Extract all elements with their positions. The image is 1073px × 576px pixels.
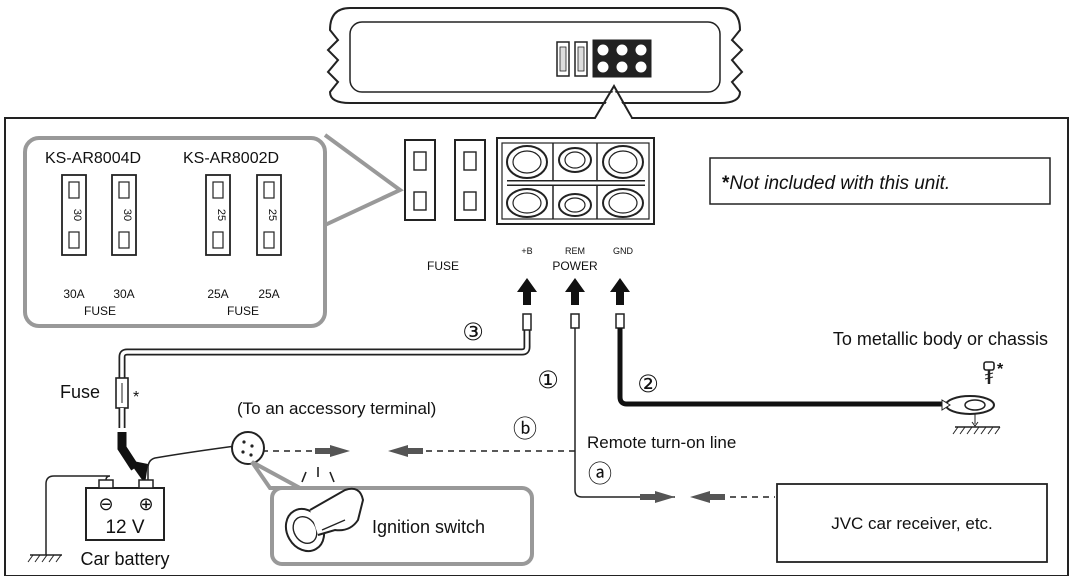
terminal-plus-b-label: +B [521, 246, 532, 256]
wire-2-ground [615, 313, 995, 415]
ignition-switch-label: Ignition switch [372, 517, 485, 537]
amp-mini-fuse-1 [556, 41, 570, 77]
accessory-connection [262, 445, 423, 457]
terminal-rem-label: REM [565, 246, 585, 256]
wire-number-3: ③ [462, 318, 484, 346]
amplifier-unit [326, 7, 744, 104]
remote-line-label: Remote turn-on line [587, 433, 736, 452]
wire-number-1: ① [537, 366, 559, 394]
note-asterisk: * [722, 173, 730, 194]
svg-text:25: 25 [266, 209, 278, 221]
fuse-inset: KS-AR8004D KS-AR8002D 30 30 25 2 [23, 133, 404, 328]
bolt-icon [983, 361, 995, 384]
terminal-block [496, 137, 655, 225]
rating-25a-1: 25A [207, 287, 228, 301]
terminal-gnd-screws [602, 145, 644, 218]
fuse-25a-2: 25 [256, 174, 282, 256]
wire-letter-b: ⓑ [513, 415, 537, 443]
chassis-ground-icon [952, 414, 1001, 435]
bolt-asterisk: * [997, 361, 1004, 378]
rating-30a-1: 30A [63, 287, 84, 301]
fuse-25a-1: 25 [205, 174, 231, 256]
amp-mini-fuse-2 [574, 41, 588, 77]
ignition-connector [147, 431, 265, 480]
battery-minus: ⊖ [98, 494, 113, 515]
insert-arrow-rem [565, 278, 585, 305]
model-ks-ar8002d: KS-AR8002D [183, 150, 279, 167]
chassis-label: To metallic body or chassis [833, 329, 1048, 349]
svg-text:25: 25 [215, 209, 227, 221]
fuse-label: Fuse [60, 382, 100, 402]
fuse-30a-2: 30 [111, 174, 137, 256]
note-text: Not included with this unit. [729, 173, 950, 194]
battery-voltage: 12 V [105, 517, 144, 538]
detail-frame [4, 84, 1069, 576]
wire-number-2: ② [637, 370, 659, 398]
fuse-30a-1: 30 [61, 174, 87, 256]
model-ks-ar8004d: KS-AR8004D [45, 150, 141, 167]
note-box: *Not included with this unit. [709, 157, 1051, 205]
battery-plus: ⊕ [138, 494, 153, 515]
svg-text:30: 30 [121, 209, 133, 221]
wire-3-power [115, 313, 532, 484]
battery-ground-icon [27, 554, 62, 563]
car-battery: ⊖ ⊕ 12 V [45, 475, 165, 555]
ignition-switch-box: Ignition switch [270, 467, 534, 566]
accessory-label: (To an accessory terminal) [237, 399, 436, 418]
insert-arrow-gnd [610, 278, 630, 305]
receiver-connection [640, 491, 775, 503]
amp-fuse-2 [454, 139, 486, 221]
terminal-power-label: POWER [552, 259, 598, 273]
svg-text:30: 30 [71, 209, 83, 221]
fuse-asterisk: * [133, 389, 139, 406]
fuse-label-left: FUSE [84, 304, 116, 318]
wire-1-remote [405, 313, 675, 498]
receiver-label: JVC car receiver, etc. [831, 514, 993, 533]
receiver-box: JVC car receiver, etc. [776, 483, 1048, 563]
amp-fuse-1 [404, 139, 436, 221]
terminal-gnd-label: GND [613, 246, 634, 256]
terminal-plus-b-screws [506, 145, 548, 218]
ignition-key-icon [284, 467, 365, 553]
terminal-rem-screws [558, 147, 592, 217]
insert-arrow-plus-b [517, 278, 537, 305]
svg-text:*Not included with this unit.: *Not included with this unit. [722, 173, 950, 194]
rating-30a-2: 30A [113, 287, 134, 301]
fuse-label-right: FUSE [227, 304, 259, 318]
terminal-fuse-label: FUSE [427, 259, 459, 273]
battery-caption: Car battery [80, 549, 169, 569]
wire-letter-a: ⓐ [588, 460, 612, 488]
rating-25a-2: 25A [258, 287, 279, 301]
amp-mini-terminal-block [592, 39, 652, 78]
